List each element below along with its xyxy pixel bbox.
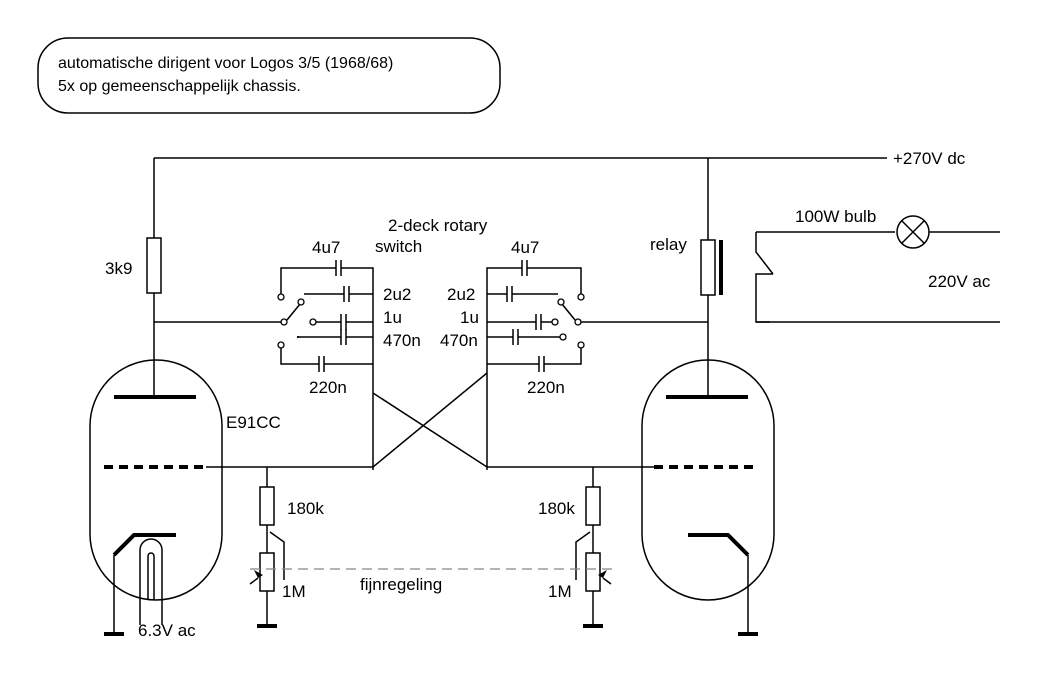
note-line-1: automatische dirigent voor Logos 3/5 (19… — [58, 55, 393, 72]
ground-right-cathode — [738, 555, 758, 636]
relay-contact — [755, 273, 773, 323]
switch-deck-left: 4u7 2u2 1u 470n 220n — [277, 238, 421, 470]
note-line-2: 5x op gemeenschappelijk chassis. — [58, 78, 301, 95]
cross-coupling — [206, 372, 654, 468]
right-cap-1u: 1u — [460, 308, 479, 327]
tube-right-cathode — [688, 533, 750, 557]
left-cap-2u2: 2u2 — [383, 285, 411, 304]
grid-resistor-right-label: 180k — [538, 499, 575, 518]
supply-label: +270V dc — [893, 149, 966, 168]
tube-right — [641, 359, 775, 601]
left-cap-470n: 470n — [383, 331, 421, 350]
grid-network-left: 180k 1M — [249, 467, 324, 628]
switch-label-line2: switch — [375, 237, 422, 256]
right-cap-470n: 470n — [440, 331, 478, 350]
relay: relay — [650, 158, 723, 395]
tube-left: E91CC — [89, 359, 281, 601]
pot-left-label: 1M — [282, 582, 306, 601]
right-cap-2u2: 2u2 — [447, 285, 475, 304]
relay-coil — [700, 239, 716, 296]
grid-network-right: 180k 1M — [538, 467, 612, 628]
pot-right-label: 1M — [548, 582, 572, 601]
heater-wires: 6.3V ac — [138, 600, 196, 640]
right-cap-220n: 220n — [527, 378, 565, 397]
left-cap-1u: 1u — [383, 308, 402, 327]
tube-label: E91CC — [226, 413, 281, 432]
right-cap-4u7: 4u7 — [511, 238, 539, 257]
title-note: automatische dirigent voor Logos 3/5 (19… — [37, 37, 501, 114]
left-cap-220n: 220n — [309, 378, 347, 397]
tube-left-cathode — [112, 533, 176, 557]
mains-label: 220V ac — [928, 272, 991, 291]
switch-label-line1: 2-deck rotary — [388, 216, 488, 235]
left-cap-4u7: 4u7 — [312, 238, 340, 257]
switch-deck-right: 4u7 2u2 1u 470n 220n — [440, 238, 585, 470]
heater-filament — [139, 538, 163, 600]
heater-label: 6.3V ac — [138, 621, 196, 640]
trim-label: fijnregeling — [360, 575, 442, 594]
bulb-label: 100W bulb — [795, 207, 876, 226]
bulb-circuit: 100W bulb 220V ac — [755, 207, 1000, 323]
grid-resistor-left-label: 180k — [287, 499, 324, 518]
relay-label: relay — [650, 235, 687, 254]
anode-resistor-label: 3k9 — [105, 259, 132, 278]
anode-resistor-left: 3k9 — [105, 158, 162, 395]
supply-rail: +270V dc — [154, 149, 966, 168]
ground-left-cathode — [104, 555, 124, 636]
